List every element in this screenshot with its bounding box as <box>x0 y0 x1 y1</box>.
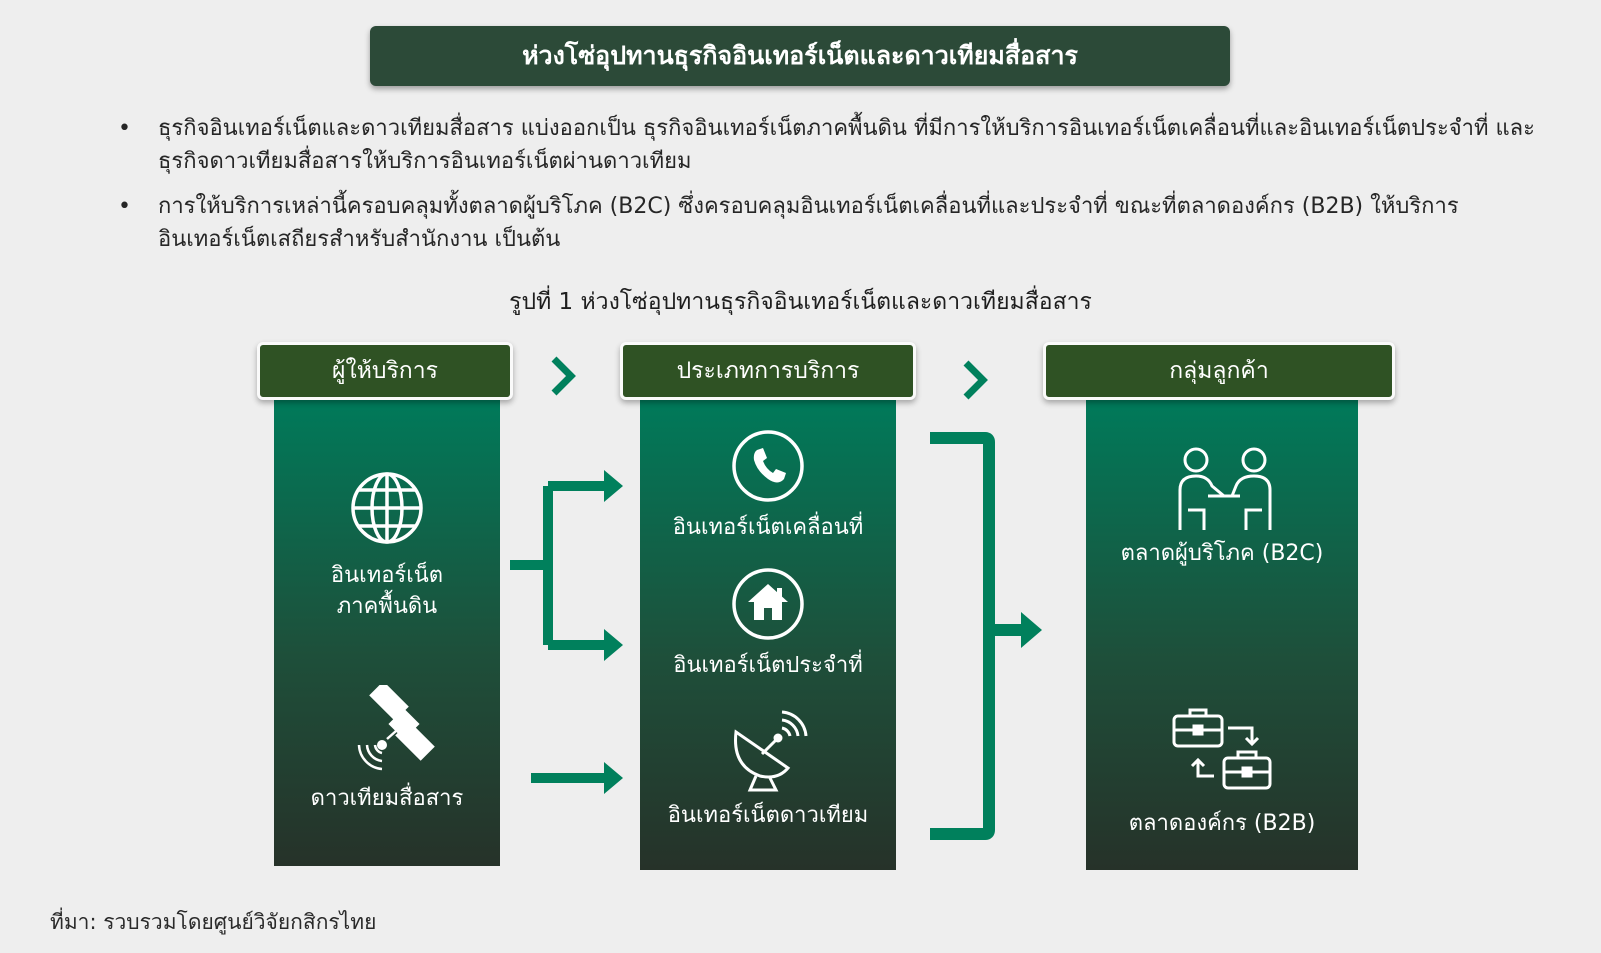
bullet-item: • การให้บริการเหล่านี้ครอบคลุมทั้งตลาดผู… <box>110 190 1560 256</box>
bullet-text: ธุรกิจอินเทอร์เน็ตและดาวเทียมสื่อสาร แบ่… <box>158 116 1535 174</box>
service-mobile-internet: อินเทอร์เน็ตเคลื่อนที่ <box>640 428 896 543</box>
provider-satellite: ดาวเทียมสื่อสาร <box>274 685 500 814</box>
customers-header-label: กลุ่มลูกค้า <box>1169 358 1269 384</box>
customer-label: ตลาดผู้บริโภค (B2C) <box>1120 541 1324 566</box>
service-label: อินเทอร์เน็ตประจำที่ <box>673 653 863 678</box>
services-header: ประเภทการบริการ <box>620 342 916 400</box>
briefcase-exchange-icon <box>1172 708 1272 790</box>
arrowhead <box>1021 612 1042 648</box>
connector-arrows-left <box>510 470 623 794</box>
providers-header: ผู้ให้บริการ <box>257 342 513 400</box>
people-icon <box>1178 447 1272 530</box>
page-title: ห่วงโซ่อุปทานธุรกิจอินเทอร์เน็ตและดาวเที… <box>370 26 1230 86</box>
home-icon <box>732 568 804 640</box>
service-fixed-internet: อินเทอร์เน็ตประจำที่ <box>640 566 896 681</box>
bullet-text: การให้บริการเหล่านี้ครอบคลุมทั้งตลาดผู้บ… <box>158 194 1459 252</box>
customers-column <box>1086 400 1358 870</box>
page-title-text: ห่วงโซ่อุปทานธุรกิจอินเทอร์เน็ตและดาวเที… <box>522 41 1078 70</box>
service-label: อินเทอร์เน็ตเคลื่อนที่ <box>672 515 864 540</box>
provider-label: ดาวเทียมสื่อสาร <box>310 786 464 811</box>
bullet-dot: • <box>118 116 131 141</box>
source-note: ที่มา: รวบรวมโดยศูนย์วิจัยกสิกรไทย <box>50 910 377 934</box>
bullet-item: • ธุรกิจอินเทอร์เน็ตและดาวเทียมสื่อสาร แ… <box>110 112 1560 178</box>
phone-icon <box>732 430 804 502</box>
globe-icon <box>351 472 423 544</box>
customers-header: กลุ่มลูกค้า <box>1043 342 1395 400</box>
provider-label: อินเทอร์เน็ต ภาคพื้นดิน <box>330 563 444 619</box>
satellite-dish-icon <box>734 710 808 792</box>
bullet-dot: • <box>118 194 131 219</box>
customer-b2b: ตลาดองค์กร (B2B) <box>1086 706 1358 839</box>
chevron-right-icon <box>551 356 576 396</box>
services-header-label: ประเภทการบริการ <box>676 358 860 384</box>
arrowhead <box>604 762 623 794</box>
arrowhead <box>604 470 623 502</box>
service-satellite-internet: อินเทอร์เน็ตดาวเทียม <box>640 710 896 831</box>
satellite-icon <box>357 685 435 771</box>
connector-bracket-right <box>930 432 1042 840</box>
bullet-list: • ธุรกิจอินเทอร์เน็ตและดาวเทียมสื่อสาร แ… <box>110 112 1560 268</box>
chevron-right-icon <box>963 360 988 400</box>
arrowhead <box>604 629 623 661</box>
provider-terrestrial-internet: อินเทอร์เน็ต ภาคพื้นดิน <box>274 470 500 622</box>
customer-b2c: ตลาดผู้บริโภค (B2C) <box>1086 446 1358 569</box>
providers-header-label: ผู้ให้บริการ <box>331 358 438 384</box>
customer-label: ตลาดองค์กร (B2B) <box>1128 811 1316 836</box>
service-label: อินเทอร์เน็ตดาวเทียม <box>667 803 869 828</box>
figure-caption: รูปที่ 1 ห่วงโซ่อุปทานธุรกิจอินเทอร์เน็ต… <box>509 289 1092 315</box>
